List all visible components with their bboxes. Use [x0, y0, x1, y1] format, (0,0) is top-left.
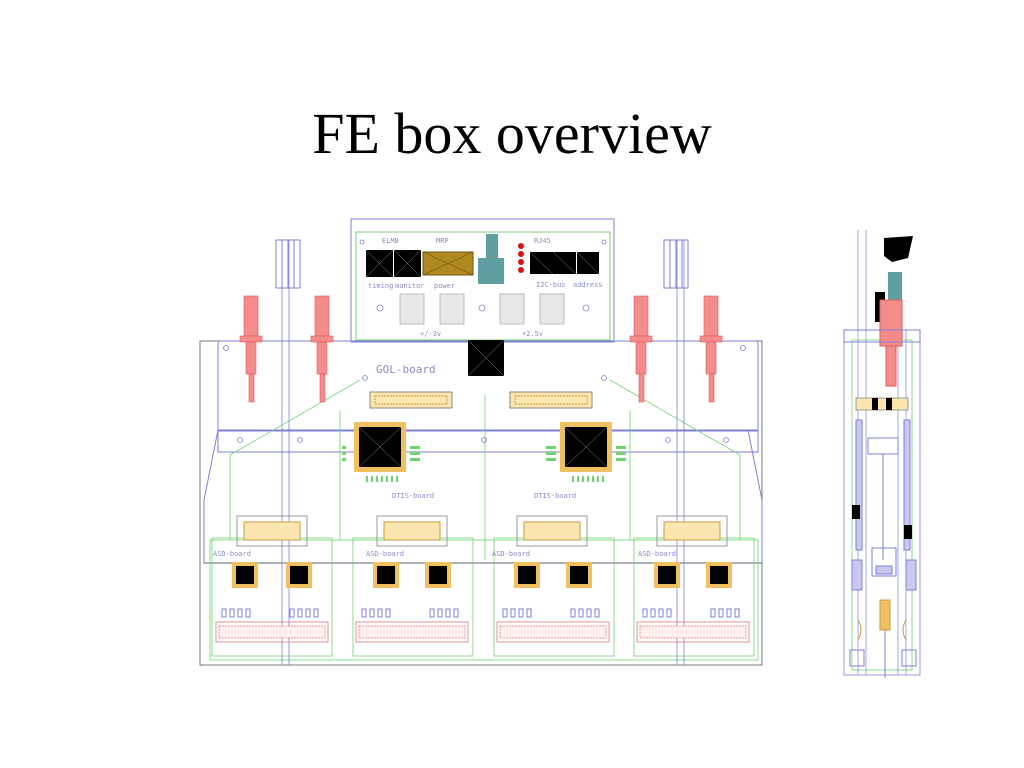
label-timing: timing — [368, 282, 393, 290]
gol-connector-left — [369, 391, 453, 409]
label-minus-volt: +/-3v — [420, 330, 441, 338]
label-dtis-left: DTIS-board — [392, 492, 434, 500]
status-leds — [518, 243, 524, 273]
box-side-outline — [203, 429, 763, 564]
label-rj: RJ45 — [534, 237, 551, 245]
label-asd-1: ASD-board — [213, 550, 251, 558]
label-asd-3: ASD-board — [492, 550, 530, 558]
dtis-chip-right — [546, 422, 626, 482]
asd-board-2 — [352, 515, 474, 657]
label-plus-volt: +2.5v — [522, 330, 543, 338]
asd-board-3 — [493, 515, 615, 657]
gol-connector-right — [509, 391, 593, 409]
front-view: ELMB MRP RJ45 timing monitor power I2C-b… — [199, 218, 763, 666]
side-view — [843, 230, 921, 678]
label-dtis-right: DTIS-board — [534, 492, 576, 500]
asd-board-1 — [211, 515, 333, 657]
teal-connector — [486, 234, 498, 258]
support-bar — [217, 429, 759, 453]
slide-title: FE box overview — [312, 101, 712, 166]
label-elmb: ELMB — [382, 237, 399, 245]
dtis-chip-left — [342, 422, 420, 482]
asd-board-4 — [633, 515, 755, 657]
label-gol-board: GOL-board — [376, 363, 436, 376]
label-asd-2: ASD-board — [366, 550, 404, 558]
asd-row-outline — [209, 539, 759, 661]
label-address: address — [573, 281, 603, 289]
label-monitor: monitor — [395, 282, 425, 290]
label-asd-4: ASD-board — [638, 550, 676, 558]
lemo-connectors — [239, 295, 723, 403]
box-outline — [199, 340, 763, 666]
label-power: power — [434, 282, 455, 290]
voltage-regulators — [399, 293, 565, 325]
label-mrp: MRP — [436, 237, 449, 245]
label-i2c-bus: I2C-bus — [536, 281, 566, 289]
